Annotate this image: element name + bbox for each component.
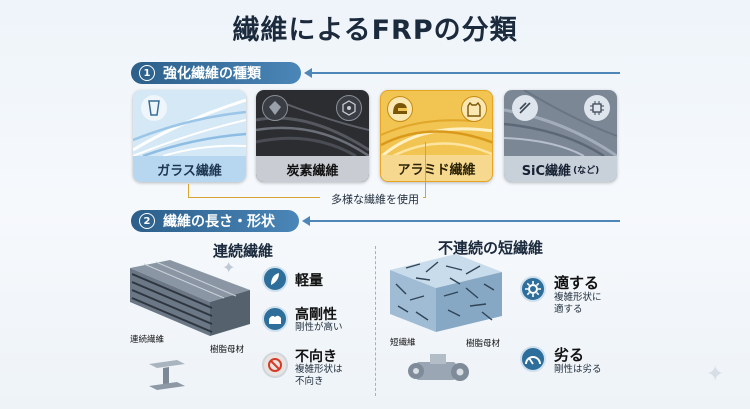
section-1-label: 強化繊維の種類 [163, 66, 261, 82]
crystal-icon [262, 95, 288, 121]
i-beam-icon [149, 360, 185, 390]
molecule-icon [336, 95, 362, 121]
fiber-card-sic: SiC繊維 (など) [504, 90, 617, 182]
short-fiber-label: 短繊維 [390, 338, 416, 348]
various-fibers-note: 多様な繊維を使用 [327, 191, 423, 207]
fiber-card-aramid: アラミド繊維 [380, 90, 493, 182]
glass-cup-icon [141, 95, 167, 121]
fiber-card-carbon: 炭素繊維 [256, 90, 369, 182]
section-1-number: 1 [139, 65, 155, 81]
sic-fiber-icon [512, 95, 538, 121]
fiber-card-glass: ガラス繊維 [133, 90, 246, 182]
section-2-label: 繊維の長さ・形状 [163, 214, 275, 230]
machine-part-icon [408, 354, 469, 381]
prohibited-icon [262, 352, 288, 378]
section-1-header: 1 強化繊維の種類 [131, 62, 301, 84]
continuous-feature-2-head: 高剛性 [295, 307, 337, 323]
fiber-label-sic: SiC繊維 (など) [504, 156, 617, 182]
various-connector-left [188, 184, 320, 198]
corner-sparkle-icon: ✦ [706, 362, 725, 387]
section-2-arrow-head [302, 216, 310, 226]
fiber-cards: ガラス繊維 炭素繊維 アラミド繊維 [133, 90, 617, 182]
gauge-icon [520, 346, 546, 372]
continuous-feature-3-sub-2: 不向き [295, 376, 324, 387]
sparkle-icon: ✦ [222, 258, 236, 277]
continuous-feature-2-sub: 剛性が高い [295, 322, 343, 333]
section-2-header: 2 繊維の長さ・形状 [131, 210, 299, 232]
fiber-label-glass: ガラス繊維 [133, 156, 246, 182]
discontinuous-feature-2-head: 劣る [554, 346, 585, 364]
various-connector-right [425, 142, 426, 198]
vest-icon [461, 96, 487, 122]
short-fiber-block-illustration [390, 254, 502, 332]
discontinuous-matrix-label: 樹脂母材 [466, 339, 501, 349]
glass-fiber-illustration [133, 98, 246, 156]
section-1-arrow-head [304, 68, 312, 78]
continuous-fiber-label: 連続繊維 [130, 335, 165, 345]
fiber-label-carbon: 炭素繊維 [256, 156, 369, 182]
continuous-matrix-label: 樹脂母材 [210, 345, 245, 355]
discontinuous-feature-1-sub-2: 適する [554, 304, 583, 315]
fiber-label-sic-suffix: (など) [573, 165, 600, 176]
chip-icon [584, 95, 610, 121]
gear-icon [520, 276, 546, 302]
fiber-label-sic-main: SiC繊維 [521, 163, 572, 179]
muscle-icon [262, 306, 288, 332]
continuous-fiber-illustration [130, 260, 250, 336]
aramid-fiber-illustration [381, 119, 492, 157]
section-1-arrow-line [310, 72, 620, 74]
section-2-number: 2 [139, 213, 155, 229]
fiber-label-aramid: アラミド繊維 [381, 155, 492, 181]
discontinuous-title: 不連続の短繊維 [438, 239, 544, 257]
continuous-title: 連続繊維 [213, 242, 274, 260]
continuous-feature-3-head: 不向き [295, 349, 337, 365]
continuous-feature-3-sub-1: 複雑形状は [295, 364, 343, 375]
discontinuous-feature-2-sub: 剛性は劣る [554, 364, 602, 375]
continuous-feature-1-head: 軽量 [295, 273, 323, 289]
helmet-icon [387, 96, 413, 122]
discontinuous-feature-1-sub-1: 複雑形状に [554, 292, 602, 303]
feather-icon [262, 266, 288, 292]
section-2-arrow-line [308, 220, 620, 222]
discontinuous-feature-1-head: 適する [554, 274, 600, 292]
section-divider [375, 246, 376, 396]
page-title: 繊維によるFRPの分類 [232, 15, 518, 46]
